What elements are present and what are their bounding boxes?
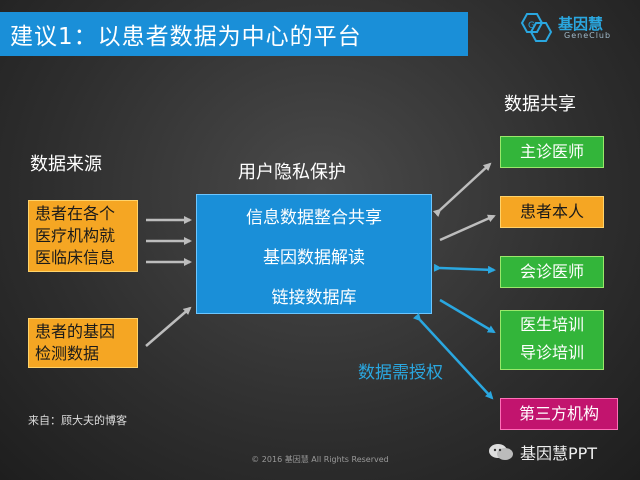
platform-line-database: 链接数据库 [271, 288, 357, 308]
arrow-platform-training [439, 298, 496, 334]
source-line: 医临床信息 [35, 248, 116, 267]
data-sharing-heading: 数据共享 [504, 94, 576, 115]
privacy-heading: 用户隐私保护 [238, 162, 346, 183]
wechat-name: 基因慧PPT [520, 444, 598, 463]
source-line: 医疗机构就 [35, 226, 116, 245]
source-genetic-data: 患者的基因 检测数据 [28, 318, 138, 368]
platform-line-integration: 信息数据整合共享 [246, 208, 382, 228]
arrow-platform-third-party [412, 312, 494, 400]
arrow-platform-primary-doctor [432, 162, 492, 218]
hexagon-logo-icon: G [520, 13, 553, 42]
share-consult-doctor: 会诊医师 [500, 256, 604, 288]
copyright-footer: © 2016 基因慧 All Rights Reserved [251, 455, 389, 464]
share-guidance-training: 导诊培训 [519, 343, 584, 362]
brand-logo: G 基因慧 GeneClub [518, 12, 628, 44]
platform-line-interpretation: 基因数据解读 [263, 248, 365, 268]
svg-text:G: G [528, 21, 535, 31]
logo-name: 基因慧 [558, 15, 604, 33]
arrow-source2-to-platform [145, 306, 192, 347]
share-doctor-training: 医生培训 [519, 315, 584, 334]
arrow-platform-consult-doctor [433, 263, 496, 274]
central-platform-box: 信息数据整合共享 基因数据解读 链接数据库 [196, 194, 432, 314]
logo-subtitle: GeneClub [564, 31, 612, 40]
source-line: 患者的基因 [35, 322, 116, 341]
share-primary-doctor: 主诊医师 [500, 136, 604, 168]
source-line: 患者在各个 [35, 204, 116, 223]
share-third-party: 第三方机构 [500, 398, 618, 430]
source-line: 检测数据 [35, 344, 100, 363]
wechat-icon [489, 444, 513, 460]
wechat-brand: 基因慧PPT [488, 440, 597, 464]
arrow-platform-patient [439, 214, 496, 242]
page-title: 建议1：以患者数据为中心的平台 [0, 12, 468, 56]
data-sources-heading: 数据来源 [30, 154, 102, 175]
share-patient: 患者本人 [500, 196, 604, 228]
share-training-box: 医生培训 导诊培训 [500, 310, 604, 370]
source-credit: 来自：顾大夫的博客 [28, 414, 127, 427]
source-clinical-info: 患者在各个 医疗机构就 医临床信息 [28, 200, 138, 272]
